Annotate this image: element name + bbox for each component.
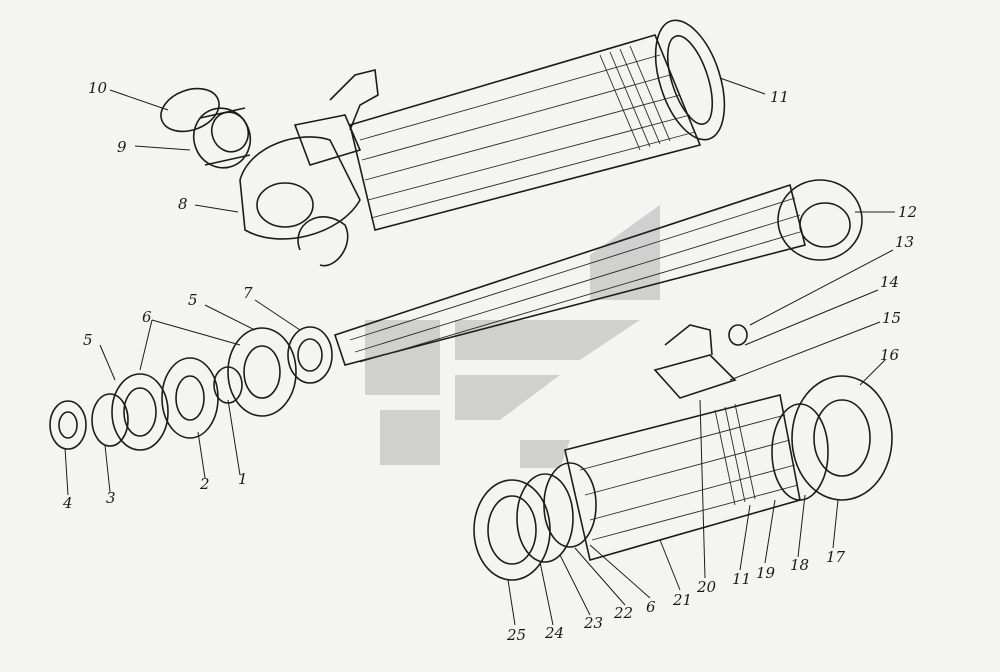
cylinder-head-assembly <box>473 324 893 581</box>
callout-22: 22 <box>613 604 633 622</box>
callout-6-right: 6 <box>646 598 656 616</box>
callout-18: 18 <box>790 556 809 574</box>
callout-4: 4 <box>62 494 73 512</box>
piston-rod <box>287 179 863 384</box>
watermark-logo <box>365 205 660 468</box>
callout-13: 13 <box>895 233 914 251</box>
callout-20: 20 <box>696 578 717 596</box>
callout-3: 3 <box>106 489 116 507</box>
callout-16: 16 <box>880 346 900 364</box>
callout-9: 9 <box>117 138 127 156</box>
callout-14: 14 <box>880 273 899 291</box>
callout-24: 24 <box>544 624 564 642</box>
callout-21: 21 <box>672 591 692 609</box>
callout-15: 15 <box>882 309 901 327</box>
callout-5-upper: 5 <box>188 291 198 309</box>
callout-10: 10 <box>88 79 108 97</box>
callout-labels: 10 9 8 11 12 7 5 6 5 13 14 15 16 4 3 2 1… <box>62 79 917 644</box>
callout-7: 7 <box>243 284 253 302</box>
callout-12: 12 <box>898 203 917 221</box>
callout-11-upper: 11 <box>770 88 789 106</box>
callout-25: 25 <box>506 626 526 644</box>
callout-17: 17 <box>826 548 846 566</box>
callout-8: 8 <box>178 195 188 213</box>
callout-2: 2 <box>199 475 210 493</box>
leader-lines <box>64 77 895 626</box>
callout-1: 1 <box>238 470 248 488</box>
callout-5-lower: 5 <box>83 331 93 349</box>
callout-11-lower: 11 <box>732 570 751 588</box>
piston-assembly-left <box>49 327 297 451</box>
callout-23: 23 <box>583 614 603 632</box>
bushing-and-ring <box>160 87 252 169</box>
cylinder-barrel <box>239 19 726 267</box>
callout-19: 19 <box>756 564 776 582</box>
callout-6-left: 6 <box>142 308 152 326</box>
